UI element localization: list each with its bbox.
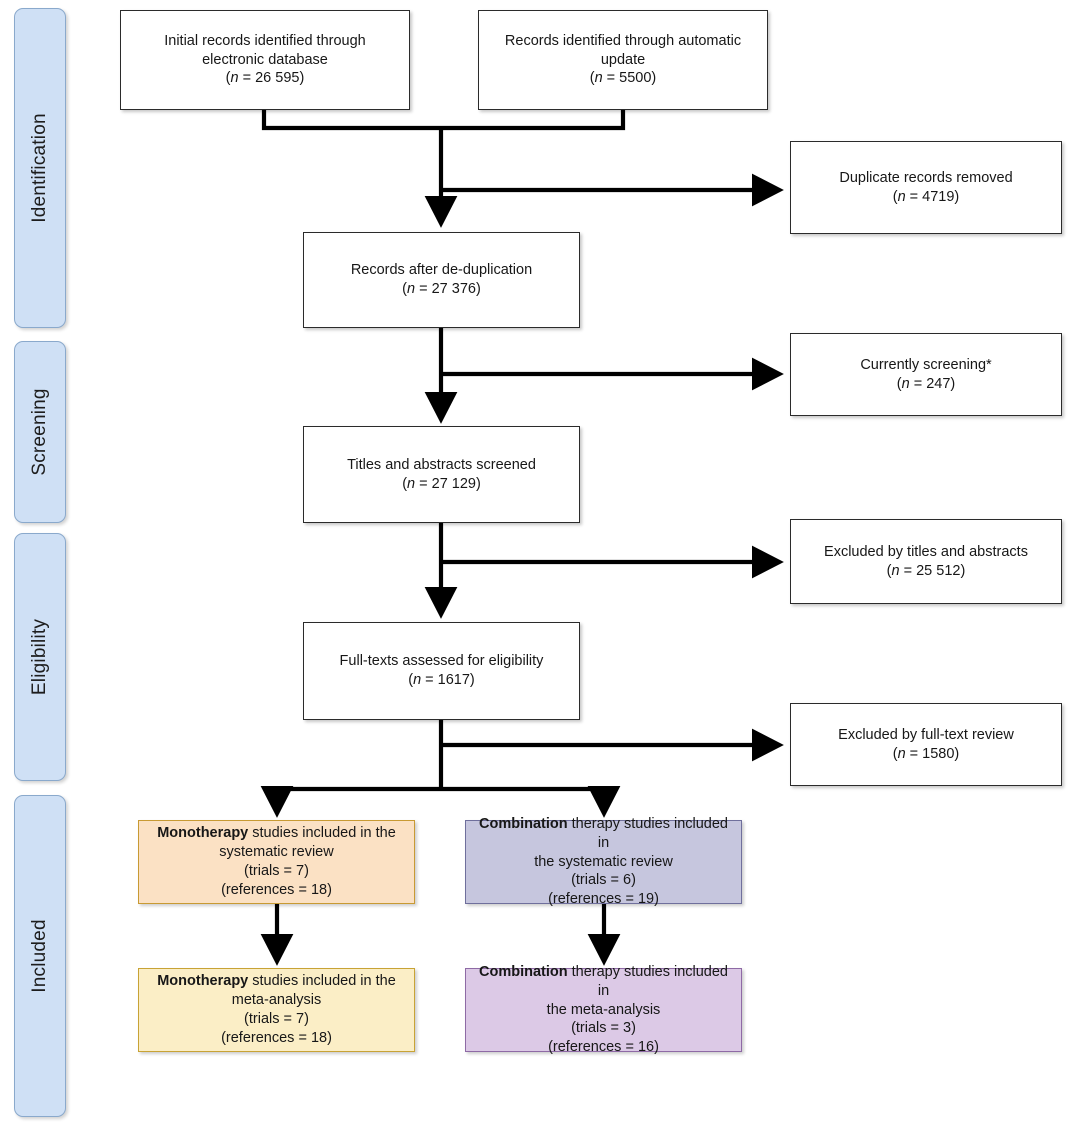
text-line: meta-analysis [231,992,322,1009]
text-n-italic: n [901,375,910,392]
text-n-value: = 1580) [905,745,960,762]
text-line: Titles and abstracts screened [347,456,536,473]
box-excluded-fulltext-text: Excluded by full-text review (n = 1580) [838,726,1014,764]
text-line: (references = 18) [221,881,332,898]
text-bold: Monotherapy [157,825,249,842]
text-line: Initial records identified through [164,32,366,49]
box-titles-abstracts-screened-text: Titles and abstracts screened (n = 27 12… [347,456,536,494]
box-combination-meta-analysis: Combination therapy studies included in … [465,964,742,1055]
text-line: Full-texts assessed for eligibility [339,653,544,670]
text-paren: ( [408,672,414,688]
text-line: therapy studies included in [567,963,728,999]
box-after-dedup: Records after de-duplication (n = 27 376… [303,232,580,328]
text-line: (trials = 3) [571,1020,636,1037]
box-combination-systematic-review-text: Combination therapy studies included in … [474,815,733,909]
text-paren: ( [225,70,231,87]
text-line: Excluded by full-text review [838,726,1014,743]
box-currently-screening: Currently screening* (n = 247) [790,333,1062,416]
text-n-value: = 27 129) [415,475,481,492]
text-n-italic: n [897,745,906,762]
text-n-italic: n [407,281,416,297]
text-line: (references = 18) [221,1029,332,1046]
text-line: Duplicate records removed [839,169,1013,186]
text-line: systematic review [219,844,334,861]
box-mono-meta-analysis: Monotherapy studies included in the meta… [138,968,415,1052]
text-line: (references = 19) [548,891,659,908]
text-line: the systematic review [534,853,673,870]
text-n-value: = 5500) [602,70,657,87]
text-line: (trials = 7) [244,1011,309,1027]
text-line: Currently screening* [860,356,992,373]
text-line: (trials = 7) [244,863,309,879]
text-bold: Combination [478,963,568,980]
box-excluded-titles-abstracts-text: Excluded by titles and abstracts (n = 25… [824,543,1028,581]
text-paren: ( [402,475,408,492]
text-n-italic: n [407,475,416,492]
stage-label-identification: Identification [29,113,50,223]
stage-label-eligibility: Eligibility [29,618,50,696]
box-combination-systematic-review: Combination therapy studies included in … [465,816,742,907]
text-n-value: = 4719) [905,188,960,205]
stage-label-included: Included [29,919,50,993]
box-excluded-fulltext: Excluded by full-text review (n = 1580) [790,703,1062,786]
box-combination-meta-analysis-text: Combination therapy studies included in … [474,963,733,1057]
text-n-italic: n [891,562,900,579]
stage-bar-screening: Screening [14,341,66,523]
box-excluded-titles-abstracts: Excluded by titles and abstracts (n = 25… [790,519,1062,604]
stage-bar-included: Included [14,795,66,1117]
text-line: Excluded by titles and abstracts [824,543,1028,560]
text-n-value: = 25 512) [899,562,966,579]
text-line: update [600,51,646,68]
text-n-value: = 247) [909,375,956,392]
text-line: Records after de-duplication [350,262,533,279]
box-initial-records: Initial records identified through elect… [120,10,410,110]
stage-bar-identification: Identification [14,8,66,328]
text-bold: Monotherapy [157,973,249,990]
box-fulltexts-assessed: Full-texts assessed for eligibility (n =… [303,622,580,720]
text-bold: Combination [478,815,568,832]
text-line: studies included in the [248,825,396,842]
text-n-value: = 1617) [421,672,475,688]
text-paren: ( [892,745,898,762]
box-duplicates-removed: Duplicate records removed (n = 4719) [790,141,1062,234]
text-paren: ( [892,188,898,205]
box-mono-meta-analysis-text: Monotherapy studies included in the meta… [157,972,396,1047]
text-line: therapy studies included in [567,815,728,851]
text-n-value: = 27 376) [415,281,481,297]
stage-label-screening: Screening [29,388,50,476]
text-paren: ( [402,281,408,297]
text-line: Records identified through automatic [504,32,742,49]
box-titles-abstracts-screened: Titles and abstracts screened (n = 27 12… [303,426,580,523]
box-automatic-update: Records identified through automatic upd… [478,10,768,110]
text-line: electronic database [202,51,328,68]
box-automatic-update-text: Records identified through automatic upd… [505,32,741,89]
box-duplicates-removed-text: Duplicate records removed (n = 4719) [839,169,1012,207]
text-line: the meta-analysis [546,1001,661,1018]
text-paren: ( [886,562,892,579]
text-n-italic: n [594,70,603,87]
box-mono-systematic-review: Monotherapy studies included in the syst… [138,820,415,904]
text-n-italic: n [230,70,239,87]
text-line: (trials = 6) [571,872,636,889]
text-line: (references = 16) [548,1039,659,1056]
stage-bar-eligibility: Eligibility [14,533,66,781]
box-after-dedup-text: Records after de-duplication (n = 27 376… [351,261,532,299]
text-paren: ( [589,70,595,87]
box-initial-records-text: Initial records identified through elect… [164,32,366,89]
box-mono-systematic-review-text: Monotherapy studies included in the syst… [157,824,396,899]
text-paren: ( [896,375,902,392]
text-line: studies included in the [248,973,396,990]
text-n-italic: n [413,672,422,688]
box-fulltexts-assessed-text: Full-texts assessed for eligibility (n =… [340,652,544,690]
text-n-italic: n [897,188,906,205]
box-currently-screening-text: Currently screening* (n = 247) [860,356,991,394]
text-n-value: = 26 595) [238,70,305,87]
